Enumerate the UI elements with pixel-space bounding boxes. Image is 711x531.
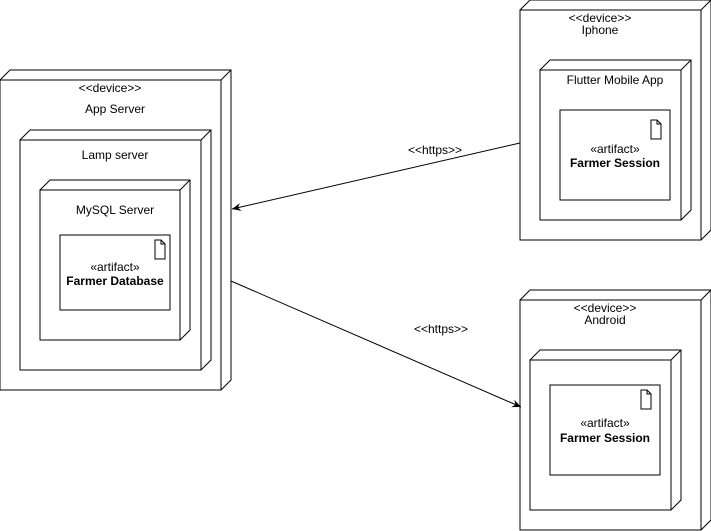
flutter-app-name: Flutter Mobile App <box>567 73 664 87</box>
iphone-stereotype: <<device>> <box>569 11 632 25</box>
connection-app-server-to-android[interactable]: <<https>> <box>230 280 522 408</box>
farmer-database-stereotype: «artifact» <box>90 260 140 274</box>
android-session-artifact[interactable]: «artifact» Farmer Session <box>549 384 661 476</box>
android-stereotype: <<device>> <box>574 301 637 315</box>
connection-label: <<https>> <box>408 143 462 157</box>
android-session-stereotype: «artifact» <box>580 416 630 430</box>
artifact-document-icon <box>154 239 166 260</box>
lamp-server-name: Lamp server <box>82 148 149 162</box>
iphone-session-artifact[interactable]: «artifact» Farmer Session <box>559 109 671 201</box>
android-name: Android <box>584 313 625 327</box>
farmer-database-name: Farmer Database <box>66 274 164 288</box>
iphone-session-name: Farmer Session <box>570 156 660 170</box>
farmer-database-artifact[interactable]: «artifact» Farmer Database <box>59 234 171 311</box>
android-session-name: Farmer Session <box>560 431 650 445</box>
iphone-name: Iphone <box>582 23 619 37</box>
connection-label: <<https>> <box>414 322 468 336</box>
connection-iphone-to-app-server[interactable]: <<https>> <box>231 142 521 211</box>
mysql-server-name: MySQL Server <box>76 203 154 217</box>
artifact-document-icon <box>640 389 652 410</box>
app-server-name: App Server <box>85 102 145 116</box>
app-server-stereotype: <<device>> <box>79 81 142 95</box>
iphone-session-stereotype: «artifact» <box>590 142 640 156</box>
artifact-document-icon <box>650 119 662 140</box>
